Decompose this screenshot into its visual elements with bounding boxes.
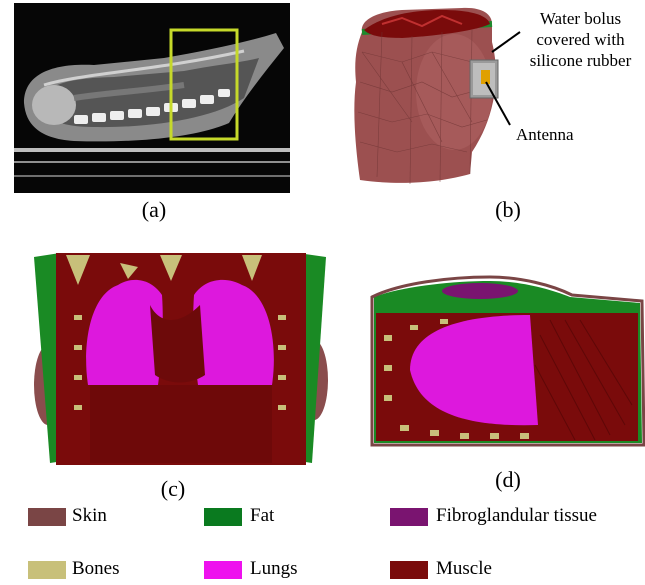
legend-swatch-lungs — [204, 561, 242, 579]
axial-section-model — [370, 275, 645, 450]
fibroglandular-region — [442, 283, 518, 299]
bolus-annotation-line-3: silicone rubber — [516, 50, 645, 71]
legend-label-fat: Fat — [250, 505, 274, 527]
caption-a: (a) — [124, 197, 184, 223]
coronal-section-model — [30, 245, 330, 470]
legend-swatch-skin — [28, 508, 66, 526]
antenna-annotation: Antenna — [516, 124, 574, 145]
caption-c: (c) — [143, 476, 203, 502]
bolus-annotation-line-2: covered with — [516, 29, 645, 50]
legend-swatch-fat — [204, 508, 242, 526]
caption-d: (d) — [478, 467, 538, 493]
legend-label-fibroglandular: Fibroglandular tissue — [436, 505, 597, 527]
legend-swatch-muscle — [390, 561, 428, 579]
legend-label-bones: Bones — [72, 558, 120, 580]
legend-label-skin: Skin — [72, 505, 107, 527]
legend-label-lungs: Lungs — [250, 558, 298, 580]
caption-b: (b) — [478, 197, 538, 223]
legend-swatch-fibroglandular — [390, 508, 428, 526]
ct-scan-image — [14, 3, 290, 193]
bolus-annotation: Water bolus covered with silicone rubber — [516, 8, 645, 71]
legend-swatch-bones — [28, 561, 66, 579]
bolus-annotation-line-1: Water bolus — [516, 8, 645, 29]
legend-label-muscle: Muscle — [436, 558, 492, 580]
